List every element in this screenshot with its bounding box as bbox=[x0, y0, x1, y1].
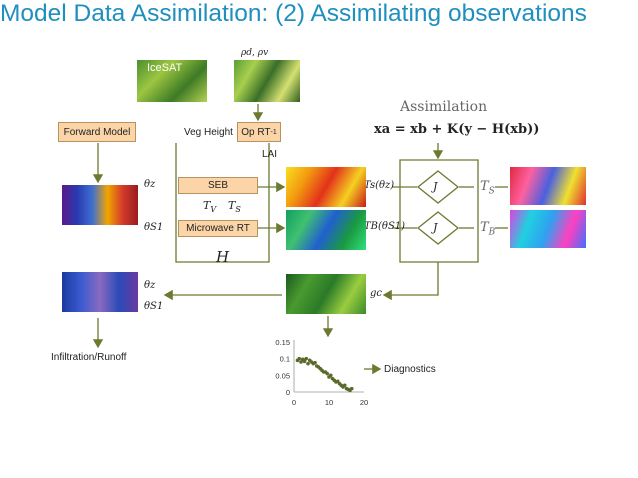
assimilation-label: Assimilation bbox=[400, 99, 488, 115]
infiltration-label: Infiltration/Runoff bbox=[51, 352, 127, 363]
scatter-point bbox=[302, 359, 307, 364]
forward-model-label: Forward Model bbox=[63, 126, 131, 138]
icesat-map-image: IceSAT bbox=[137, 60, 207, 102]
h-operator-label: H bbox=[216, 248, 230, 266]
y-tick-label: 0.05 bbox=[275, 371, 290, 380]
lai-label: LAI bbox=[262, 149, 278, 160]
ts-model-map bbox=[286, 167, 366, 207]
assimilation-equation: xa = xb + K(y − H(xb)) bbox=[374, 122, 540, 137]
tb-observation-map bbox=[510, 210, 586, 248]
scatter-point bbox=[342, 383, 347, 388]
tv-symbol: TV bbox=[203, 199, 217, 215]
icesat-label: IceSAT bbox=[147, 62, 183, 74]
ts-obs-symbol: TS bbox=[480, 179, 495, 197]
tb-theta-symbol: TB(θS1) bbox=[364, 221, 406, 232]
scatter-point bbox=[297, 356, 302, 361]
theta-s1-model-symbol: θS1 bbox=[144, 222, 164, 233]
ts-theta-symbol: Ts(θz) bbox=[364, 180, 395, 191]
microwave-rt-label: Microwave RT bbox=[186, 223, 250, 234]
theta-s1-analysis-symbol: θS1 bbox=[144, 301, 164, 312]
op-rt-box: Op RT-1 bbox=[237, 122, 281, 142]
x-tick-label: 20 bbox=[360, 398, 368, 407]
y-tick-label: 0.15 bbox=[275, 338, 290, 347]
diagnostics-scatter-chart: 0.15 0.1 0.05 00 10 20 bbox=[275, 338, 368, 407]
page-title: Model Data Assimilation: (2) Assimilatin… bbox=[0, 0, 587, 27]
seb-box: SEB bbox=[178, 177, 258, 194]
cost-function-j1: J bbox=[433, 180, 438, 193]
forward-model-box: Forward Model bbox=[58, 122, 136, 142]
op-rt-superscript: -1 bbox=[270, 128, 277, 136]
rho-map-image bbox=[234, 60, 300, 102]
theta-analysis-map bbox=[62, 272, 138, 312]
tb-model-map bbox=[286, 210, 366, 250]
x-tick-label: 0 bbox=[292, 398, 296, 407]
scatter-point bbox=[313, 360, 317, 365]
ts-observation-map bbox=[510, 167, 586, 205]
diagnostics-label: Diagnostics bbox=[384, 364, 436, 375]
theta-z-analysis-symbol: θz bbox=[144, 280, 156, 291]
theta-z-model-map bbox=[62, 185, 138, 225]
gc-symbol: gc bbox=[370, 288, 383, 299]
cost-function-j2: J bbox=[433, 221, 438, 234]
scatter-point bbox=[306, 361, 310, 366]
scatter-point bbox=[325, 371, 330, 376]
rho-label: ρd, ρv bbox=[241, 48, 269, 58]
scatter-point bbox=[304, 356, 309, 361]
veg-height-label: Veg Height bbox=[184, 127, 233, 138]
scatter-point bbox=[299, 360, 303, 364]
ts-symbol: TS bbox=[228, 199, 241, 215]
y-tick-label: 0.1 bbox=[280, 355, 290, 364]
microwave-rt-box: Microwave RT bbox=[178, 220, 258, 237]
scatter-point bbox=[328, 373, 333, 378]
y-tick-label: 0 bbox=[286, 388, 290, 397]
op-rt-label: Op RT bbox=[241, 126, 271, 138]
scatter-point bbox=[349, 386, 354, 391]
theta-z-model-symbol: θz bbox=[144, 179, 156, 190]
tb-obs-symbol: TB bbox=[480, 220, 496, 238]
x-tick-label: 10 bbox=[325, 398, 333, 407]
seb-label: SEB bbox=[207, 180, 228, 191]
gc-map bbox=[286, 274, 366, 314]
